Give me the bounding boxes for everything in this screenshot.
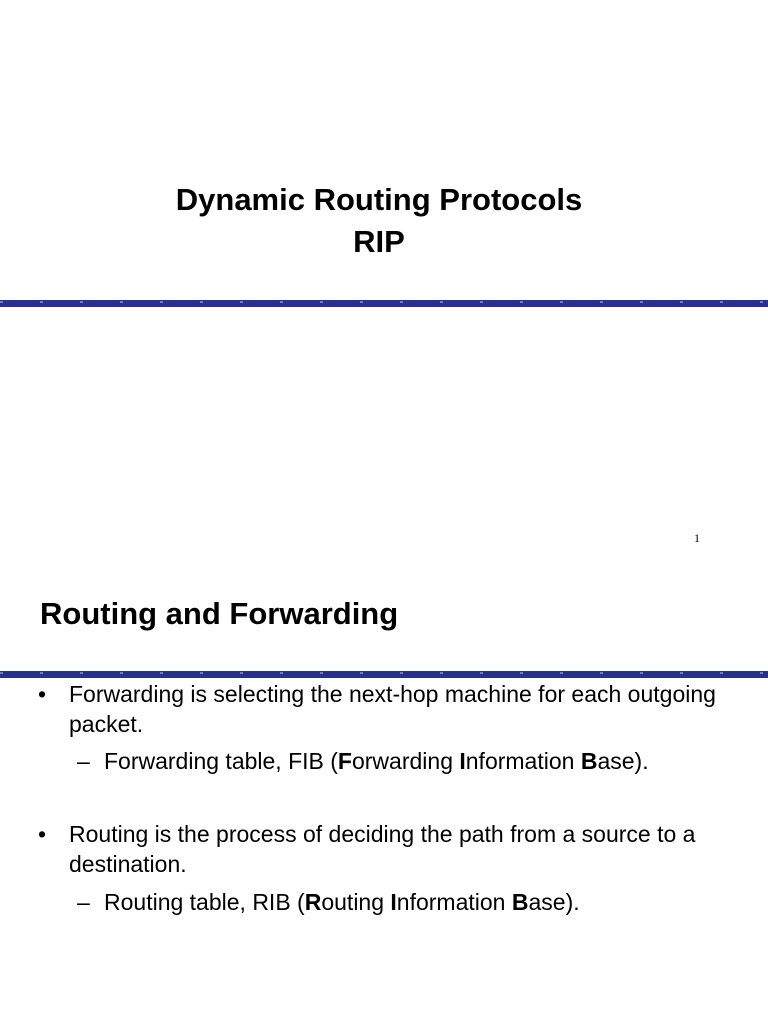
sub-bullet-text: Routing table, RIB (Routing Information … bbox=[104, 889, 580, 915]
slide-title: Dynamic Routing Protocols bbox=[175, 182, 583, 217]
bullet-icon: • bbox=[38, 681, 47, 707]
dash-icon: – bbox=[77, 889, 90, 915]
bullet-text: Routing is the process of deciding the p… bbox=[69, 821, 696, 877]
slide-2: Routing and Forwarding • Forwarding is s… bbox=[0, 566, 768, 1024]
bullet-icon: • bbox=[38, 821, 47, 847]
slide-heading: Routing and Forwarding bbox=[40, 596, 399, 631]
dash-icon: – bbox=[77, 748, 90, 774]
bullet-text: Forwarding is selecting the next-hop mac… bbox=[69, 681, 716, 737]
page-number: 1 bbox=[694, 531, 700, 545]
slide-subtitle: RIP bbox=[353, 224, 405, 259]
sub-bullet-text: Forwarding table, FIB (Forwarding Inform… bbox=[104, 748, 649, 774]
divider-bar bbox=[0, 671, 768, 678]
divider-bar bbox=[0, 300, 768, 307]
slide-1: Dynamic Routing Protocols RIP 1 bbox=[0, 182, 768, 545]
